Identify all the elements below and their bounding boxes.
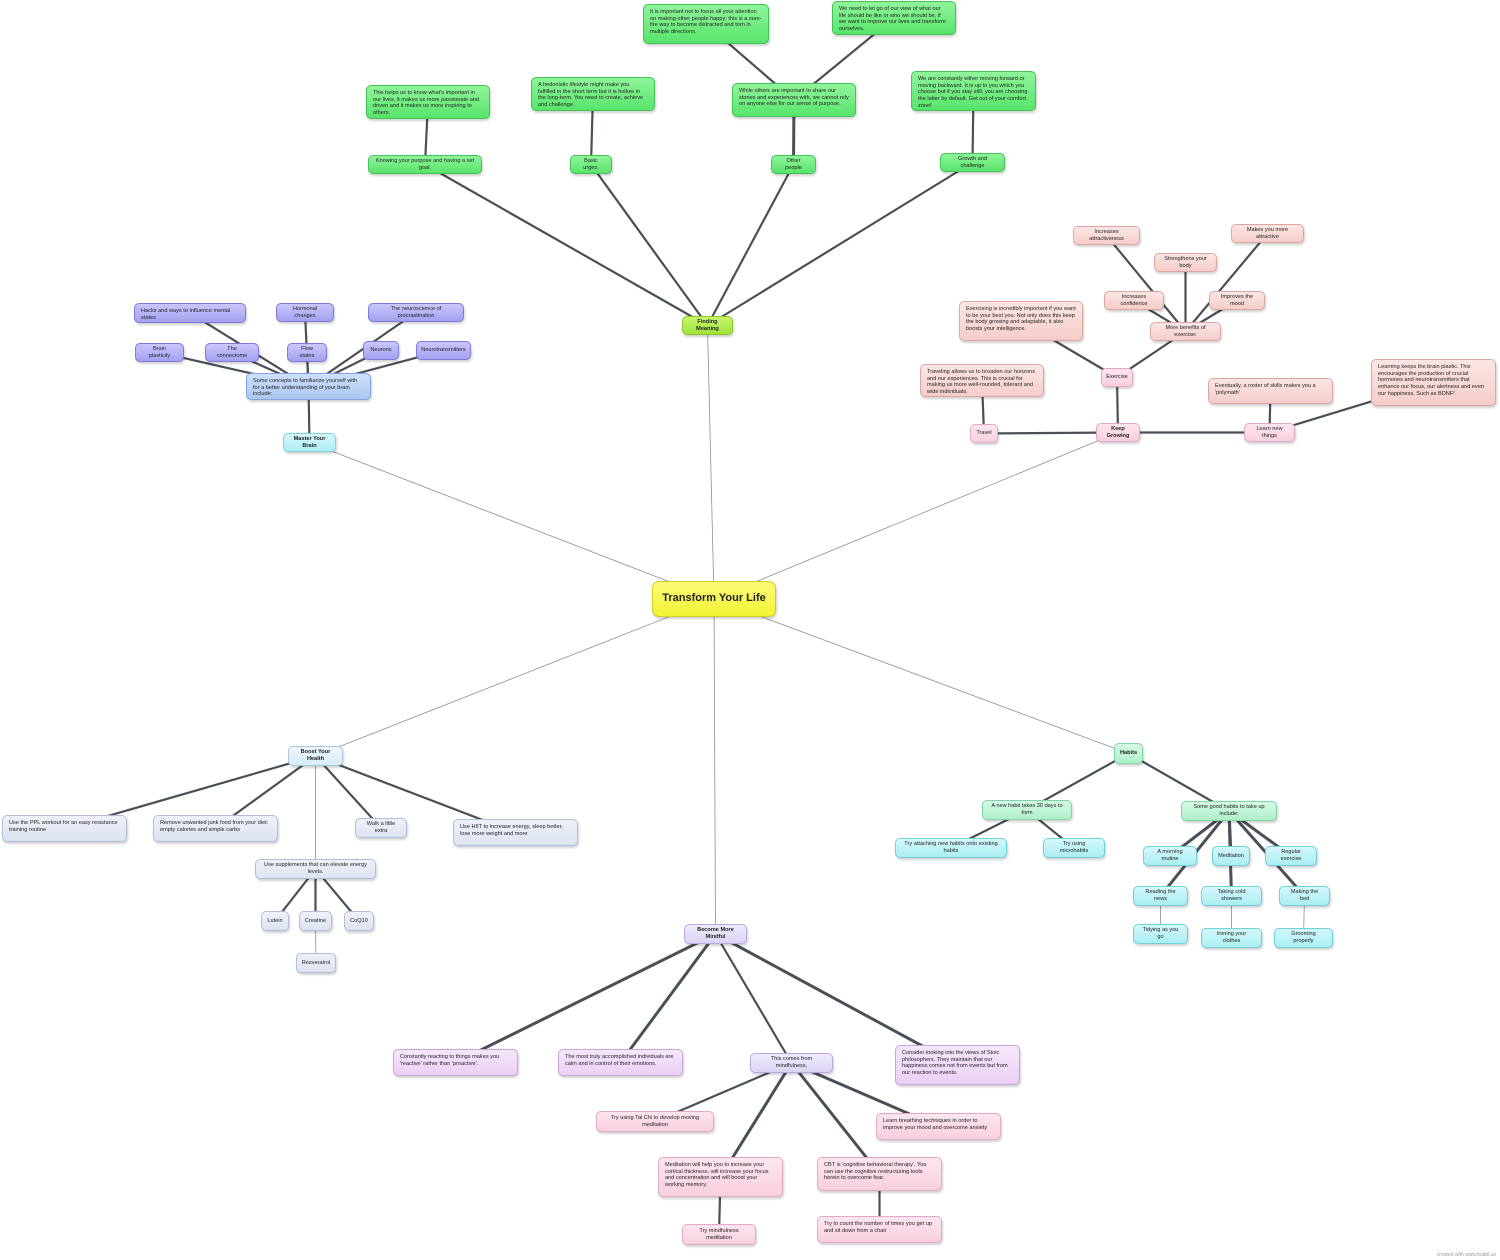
connector-health-walk	[314, 754, 383, 830]
node-hacks[interactable]: Hacks and ways to influence mental state…	[134, 303, 246, 323]
node-learn-plastic[interactable]: Learning keeps the brain plastic. This e…	[1371, 359, 1496, 406]
node-junk-food[interactable]: Remove unwanted junk food from your diet…	[153, 815, 278, 842]
node-resveratrol[interactable]: Resveratrol	[296, 953, 336, 973]
connector-root-growing	[713, 432, 1119, 600]
node-reading-news[interactable]: Reading the news	[1133, 886, 1188, 906]
node-tai-chi[interactable]: Try using Tai Chi to develop moving medi…	[596, 1111, 714, 1132]
connector-root-finding	[707, 325, 715, 600]
node-making-bed[interactable]: Making the bed	[1279, 886, 1330, 906]
node-meditation-detail[interactable]: Meditation will help you to increase you…	[658, 1157, 783, 1197]
node-procrastination[interactable]: The neuroscience of procrastination	[368, 303, 464, 322]
node-other-detail[interactable]: While others are important to share our …	[732, 83, 856, 117]
connector-comes-cbt	[790, 1061, 881, 1176]
node-creatine[interactable]: Creatine	[299, 911, 332, 931]
node-growth[interactable]: Growth and challenge	[940, 153, 1005, 172]
node-coq10[interactable]: CoQ10	[344, 911, 374, 931]
node-neurons[interactable]: Neurons	[363, 341, 399, 360]
node-travel-detail[interactable]: Traveling allows us to broaden our horiz…	[920, 364, 1044, 397]
node-master-brain[interactable]: Master Your Brain	[283, 433, 336, 452]
node-plasticity[interactable]: Brain plasticity	[135, 343, 184, 362]
node-hormonal[interactable]: Hormonal changes	[276, 303, 334, 322]
connector-benefits-attract1	[1105, 234, 1187, 333]
node-reactive[interactable]: Constantly reacting to things makes you …	[393, 1049, 518, 1076]
node-other-detail-letgo[interactable]: We need to let go of our view of what ou…	[832, 1, 956, 35]
node-become-mindful[interactable]: Become More Mindful	[684, 924, 747, 944]
node-regular-exercise[interactable]: Regular exercise	[1265, 846, 1317, 866]
connector-mindful-calm	[619, 932, 717, 1064]
node-other-detail-focus[interactable]: It is important not to focus all your at…	[643, 4, 769, 44]
node-mindfulness-meditation[interactable]: Try mindfulness meditation	[682, 1224, 756, 1245]
connector-finding-growth	[706, 161, 974, 327]
node-exercise-benefits[interactable]: More benefits of exercise:	[1150, 322, 1221, 341]
node-other-people[interactable]: Other people	[771, 155, 816, 174]
node-microhabits[interactable]: Try using microhabits	[1043, 838, 1105, 858]
node-walk-extra[interactable]: Walk a little extra	[355, 818, 407, 838]
node-hiit[interactable]: Use HIIT to increase energy, sleep bette…	[453, 819, 578, 846]
connector-growing-travel	[982, 431, 1120, 435]
node-attach-habits[interactable]: Try attaching new habits onto existing h…	[895, 838, 1007, 858]
node-strengthens-body[interactable]: Strengthens your body	[1154, 253, 1217, 272]
node-increases-attractiveness[interactable]: Increases attractiveness	[1073, 226, 1140, 245]
node-meditation[interactable]: Meditation	[1212, 846, 1250, 866]
node-purpose-detail[interactable]: This helps us to know what's important i…	[366, 85, 490, 119]
connector-root-health	[315, 598, 715, 757]
connector-mindful-reactive	[454, 932, 717, 1064]
node-habits[interactable]: Habits	[1114, 743, 1143, 764]
node-morning-routine[interactable]: A morning routine	[1143, 846, 1197, 866]
node-increases-confidence[interactable]: Increases confidence	[1104, 291, 1164, 310]
node-learn-polymath[interactable]: Eventually, a roster of skills makes you…	[1208, 378, 1333, 404]
node-boost-health[interactable]: Boost Your Health	[288, 746, 343, 766]
node-lutein[interactable]: Lutein	[261, 911, 289, 931]
node-flow-states[interactable]: Flow states	[287, 343, 327, 362]
connector-root-brain	[309, 442, 715, 600]
node-exercise[interactable]: Exercise	[1101, 368, 1133, 387]
connector-finding-urges	[589, 163, 709, 327]
node-purpose[interactable]: Knowing your purpose and having a set go…	[368, 155, 482, 174]
node-ironing[interactable]: Ironing your clothes	[1201, 928, 1262, 948]
node-stoic[interactable]: Consider looking into the views of Stoic…	[895, 1045, 1020, 1085]
node-neurotransmitters[interactable]: Neurotransmitters	[416, 341, 471, 360]
node-grooming[interactable]: Grooming properly	[1274, 928, 1333, 948]
node-breathing[interactable]: Learn breathing techniques in order to i…	[876, 1113, 1001, 1140]
node-connectome[interactable]: The connectome	[205, 343, 259, 362]
node-supplements[interactable]: Use supplements that can elevate energy …	[255, 859, 376, 879]
node-ppl-workout[interactable]: Use the PPL workout for an easy resistan…	[2, 815, 127, 842]
node-brain-concepts[interactable]: Some concepts to familiarize yourself wi…	[246, 373, 371, 400]
connector-finding-other	[706, 163, 795, 327]
node-keep-growing[interactable]: Keep Growing	[1096, 423, 1140, 442]
node-from-mindfulness[interactable]: This comes from mindfulness.	[750, 1053, 833, 1073]
connector-benefits-attract2	[1184, 232, 1269, 333]
connector-root-mindful	[713, 598, 716, 935]
node-count-chair[interactable]: Try to count the number of times you get…	[817, 1216, 942, 1243]
node-cold-showers[interactable]: Taking cold showers	[1201, 886, 1262, 906]
connector-mindful-comes	[714, 932, 793, 1065]
connector-mindful-stoic	[714, 932, 959, 1067]
node-good-habits[interactable]: Some good habits to take up include:	[1181, 801, 1277, 821]
node-finding-meaning[interactable]: Finding Meaning	[682, 316, 733, 335]
node-new-habit[interactable]: A new habit takes 30 days to form	[982, 800, 1072, 820]
node-exercise-detail[interactable]: Exercising is incredibly important if yo…	[959, 301, 1083, 341]
node-growth-detail[interactable]: We are constantly either moving forward …	[911, 71, 1036, 111]
node-urges-detail[interactable]: A hedonistic lifestyle might make you fu…	[531, 77, 655, 111]
node-more-attractive[interactable]: Makes you more attractive	[1231, 224, 1304, 243]
node-learn-new-things[interactable]: Learn new things	[1244, 423, 1295, 442]
connector-finding-purpose	[423, 163, 709, 327]
node-basic-urges[interactable]: Basic urges.	[570, 155, 612, 174]
node-calm[interactable]: The most truly accomplished individuals …	[558, 1049, 683, 1076]
connector-root-habits	[713, 598, 1129, 754]
node-cbt[interactable]: CBT is 'cognitive behavioral therapy'. Y…	[817, 1157, 942, 1191]
credit-text: created with www.bubbl.us	[1436, 1252, 1496, 1258]
node-improves-mood[interactable]: Improves the mood	[1209, 291, 1265, 310]
root-node[interactable]: Transform Your Life	[652, 581, 776, 617]
node-tidying[interactable]: Tidying as you go	[1133, 924, 1188, 944]
node-travel[interactable]: Travel	[970, 424, 998, 443]
